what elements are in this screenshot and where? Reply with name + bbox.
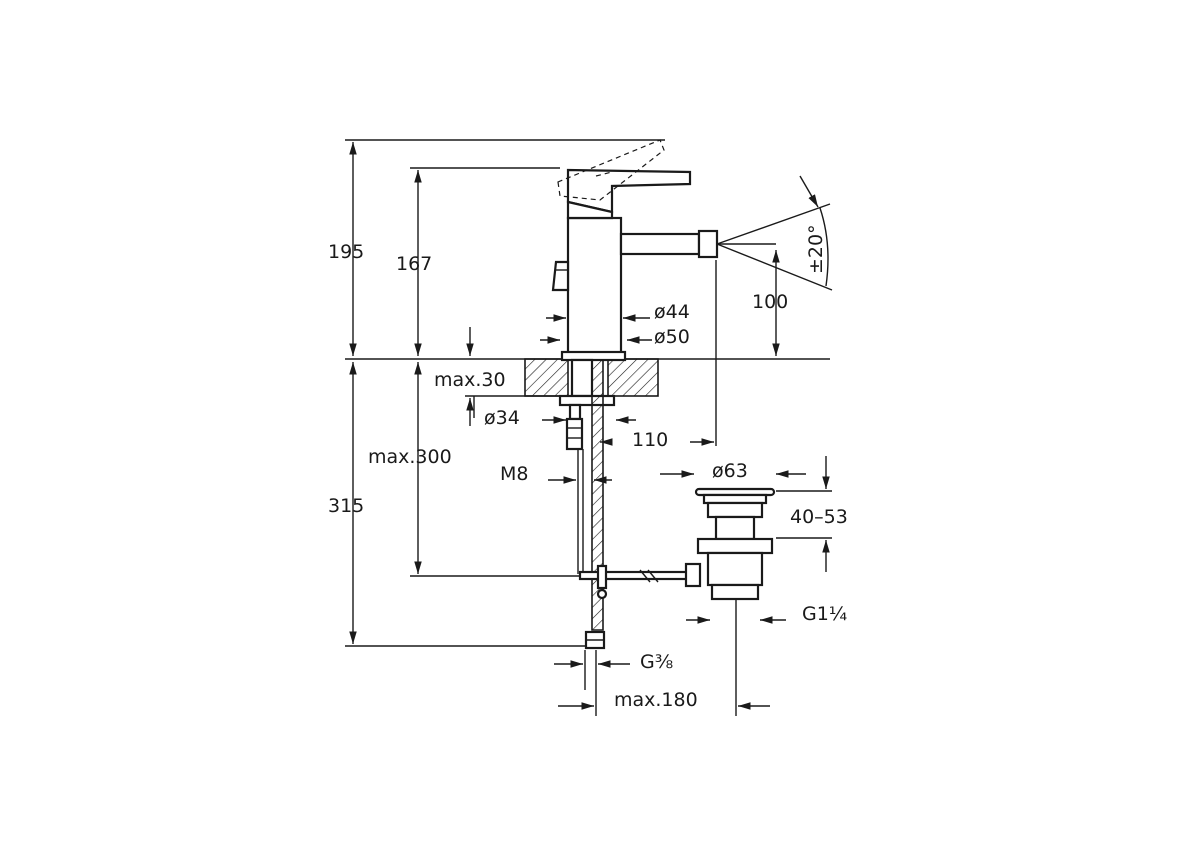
label-m8: M8 bbox=[500, 463, 528, 485]
label-max180: max.180 bbox=[614, 689, 698, 711]
dimension-max300 bbox=[410, 362, 600, 577]
label-max30: max.30 bbox=[434, 369, 506, 391]
mixer-handle bbox=[566, 168, 692, 220]
mounting-shank bbox=[558, 358, 616, 451]
label-dia50: ø50 bbox=[654, 326, 690, 348]
dimension-max30 bbox=[465, 327, 560, 426]
label-100: 100 bbox=[752, 291, 788, 313]
handle-open-position bbox=[557, 139, 665, 201]
popup-waste bbox=[684, 487, 776, 601]
dimension-315 bbox=[345, 362, 592, 647]
label-dia63: ø63 bbox=[712, 460, 748, 482]
mixer-body bbox=[551, 216, 719, 362]
dimension-110 bbox=[600, 260, 717, 446]
label-dia34: ø34 bbox=[484, 407, 520, 429]
label-110: 110 bbox=[632, 429, 668, 451]
dimension-g38 bbox=[554, 650, 630, 716]
label-g114: G1¼ bbox=[802, 603, 847, 625]
label-40-53: 40–53 bbox=[790, 506, 848, 528]
label-angle: ±20° bbox=[805, 224, 827, 274]
label-g38: G⅜ bbox=[640, 651, 673, 673]
supply-hose bbox=[584, 359, 606, 650]
dimension-m8 bbox=[548, 449, 612, 574]
countertop-section bbox=[524, 358, 659, 397]
dimension-dia34 bbox=[473, 396, 636, 424]
label-315: 315 bbox=[328, 495, 364, 517]
label-dia44: ø44 bbox=[654, 301, 690, 323]
dimension-195 bbox=[345, 139, 665, 356]
label-max300: max.300 bbox=[368, 446, 452, 468]
label-195: 195 bbox=[328, 241, 364, 263]
dimension-167 bbox=[410, 167, 560, 356]
dimension-40-53 bbox=[776, 456, 832, 572]
dimension-g114 bbox=[686, 600, 786, 716]
label-167: 167 bbox=[396, 253, 432, 275]
